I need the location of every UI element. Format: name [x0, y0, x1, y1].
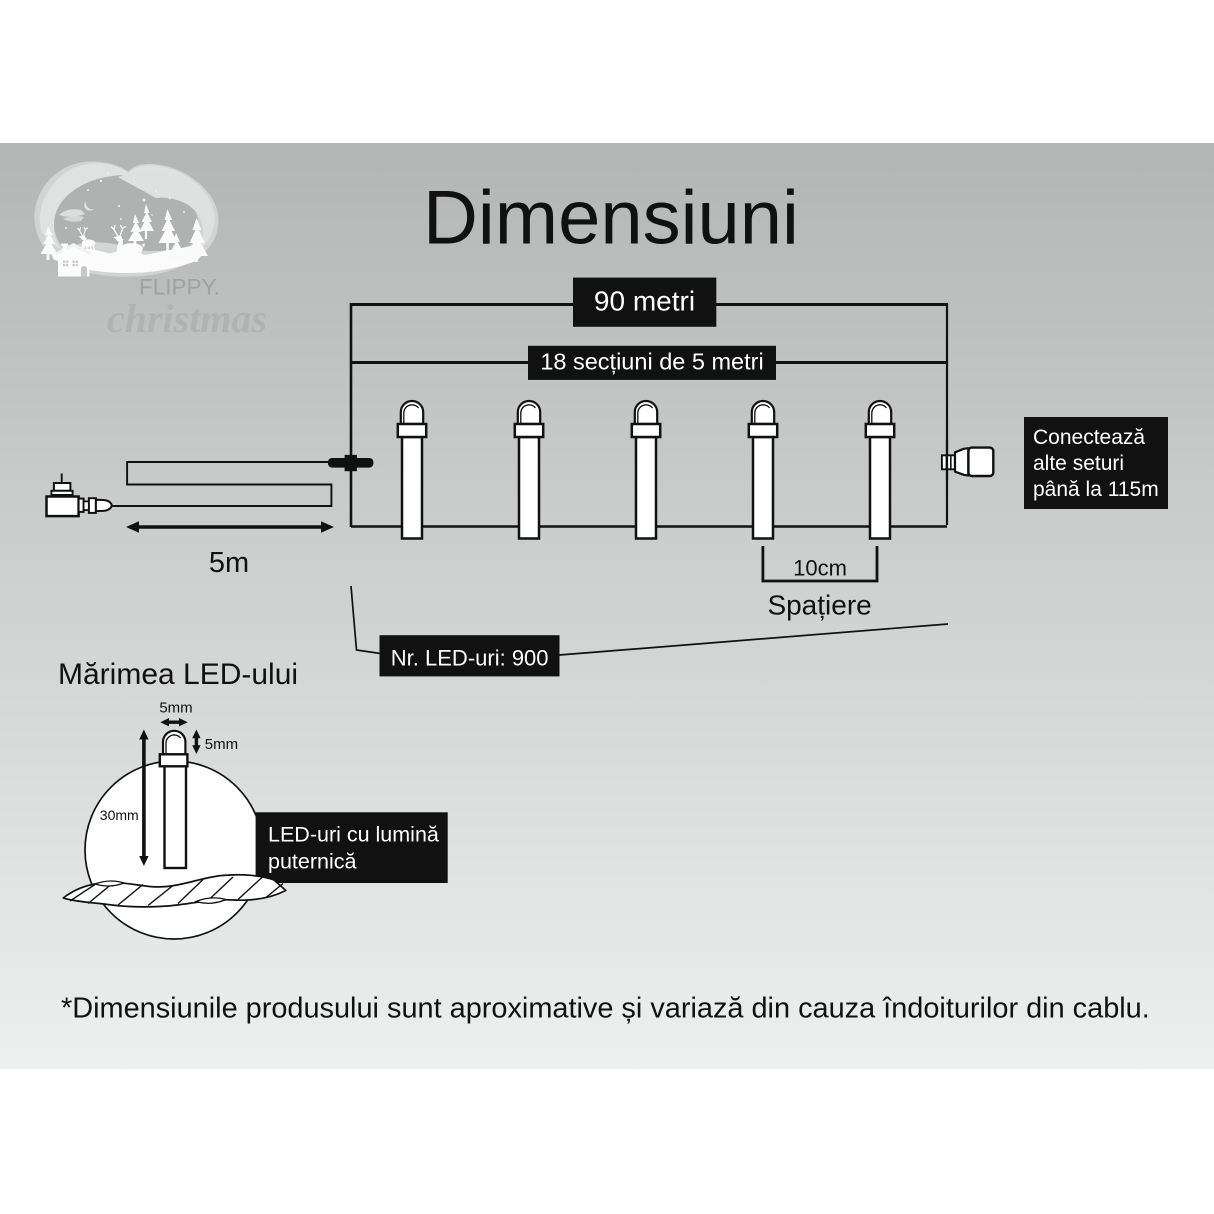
svg-text:Conectează: Conectează: [1033, 426, 1145, 449]
svg-text:18 secțiuni de 5 metri: 18 secțiuni de 5 metri: [540, 349, 763, 375]
svg-text:LED-uri cu lumină: LED-uri cu lumină: [268, 822, 439, 846]
svg-text:*Dimensiunile produsului sunt: *Dimensiunile produsului sunt aproximati…: [61, 993, 1150, 1025]
svg-text:Nr. LED-uri: 900: Nr. LED-uri: 900: [391, 646, 549, 671]
svg-text:puternică: puternică: [268, 849, 356, 873]
svg-text:christmas: christmas: [107, 296, 267, 341]
svg-text:Dimensiuni: Dimensiuni: [423, 176, 799, 261]
svg-text:5mm: 5mm: [205, 736, 238, 753]
svg-text:FLIPPY.: FLIPPY.: [139, 275, 220, 300]
svg-text:30mm: 30mm: [100, 807, 139, 823]
svg-text:5m: 5m: [209, 547, 249, 579]
svg-text:până la 115m: până la 115m: [1033, 478, 1159, 501]
svg-text:90 metri: 90 metri: [594, 286, 695, 317]
svg-text:Spațiere: Spațiere: [767, 590, 871, 621]
svg-text:Mărimea LED-ului: Mărimea LED-ului: [58, 658, 298, 691]
svg-text:10cm: 10cm: [793, 555, 847, 580]
svg-text:alte seturi: alte seturi: [1033, 452, 1124, 475]
svg-text:5mm: 5mm: [159, 699, 192, 716]
